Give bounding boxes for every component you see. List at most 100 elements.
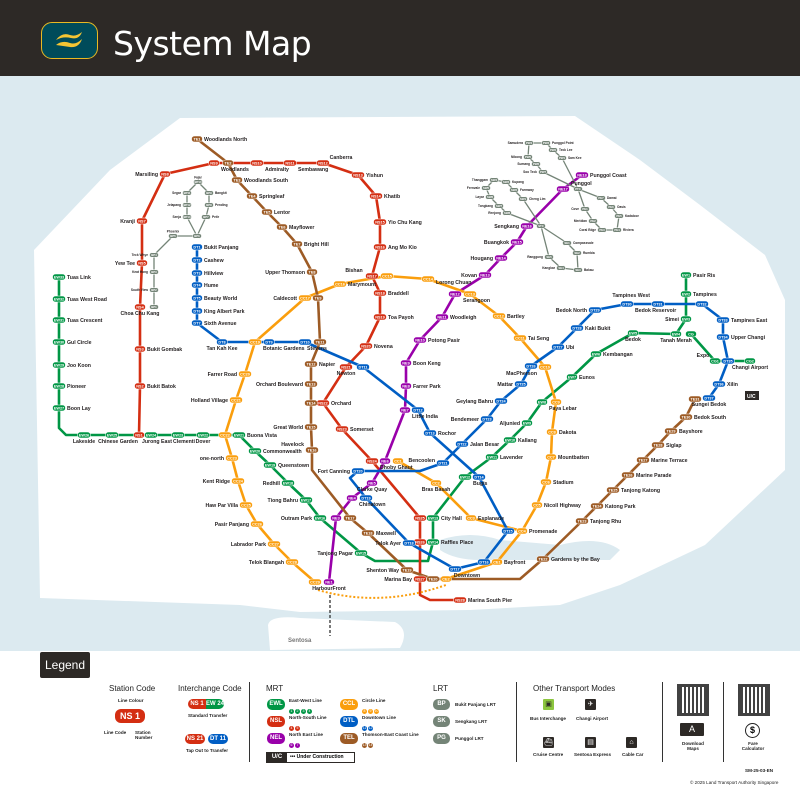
station-choa-chu-kang[interactable]: BP1: [149, 304, 159, 310]
station-punggol[interactable]: PTC: [573, 186, 583, 192]
station-marina-bay[interactable]: TE20: [426, 575, 440, 583]
station-tampines[interactable]: DT32: [695, 300, 709, 308]
station-newton[interactable]: DT11: [356, 363, 370, 371]
fare-calculator-label[interactable]: Fare Calculator: [741, 741, 765, 751]
station-caldecott[interactable]: TE9: [312, 294, 324, 302]
station-paya-lebar[interactable]: CC9: [550, 398, 562, 406]
station-little-india[interactable]: DT12: [411, 406, 425, 414]
station-orchard[interactable]: TE14: [304, 399, 318, 407]
station-city-hall[interactable]: NS25: [413, 514, 427, 522]
station-serangoon[interactable]: CC13: [463, 290, 477, 298]
station-dhoby-ghaut[interactable]: CC1: [392, 457, 404, 465]
station-stevens[interactable]: TE11: [313, 338, 327, 346]
station-sengkang[interactable]: STC: [536, 223, 546, 229]
station-marina-bay[interactable]: CE2: [440, 575, 452, 583]
station-chinatown[interactable]: DT19: [359, 494, 373, 502]
station-harbourfront[interactable]: CC29: [308, 578, 322, 586]
station-bishan[interactable]: CC15: [380, 272, 394, 280]
